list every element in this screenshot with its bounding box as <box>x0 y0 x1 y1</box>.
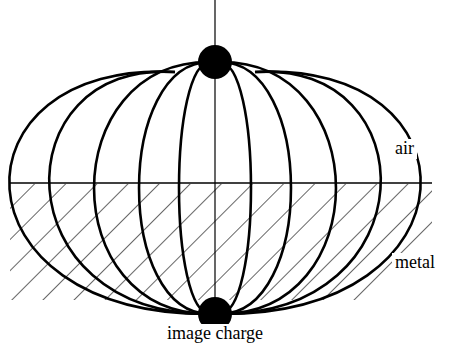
field-lines <box>9 62 420 314</box>
field-line <box>9 72 211 314</box>
field-line <box>49 72 211 314</box>
surface-line <box>10 182 432 184</box>
image-charge-label: image charge <box>164 324 266 344</box>
field-line <box>179 62 211 314</box>
field-line <box>94 62 211 314</box>
region-label: air <box>392 139 417 159</box>
region-label: metal <box>392 253 438 273</box>
metal-hatching <box>10 184 432 304</box>
point-charge <box>198 45 232 79</box>
field-line <box>139 62 211 314</box>
field-line <box>219 72 421 314</box>
field-line <box>219 62 336 314</box>
field-line <box>219 72 381 314</box>
field-line <box>219 62 251 314</box>
field-line <box>219 62 291 314</box>
